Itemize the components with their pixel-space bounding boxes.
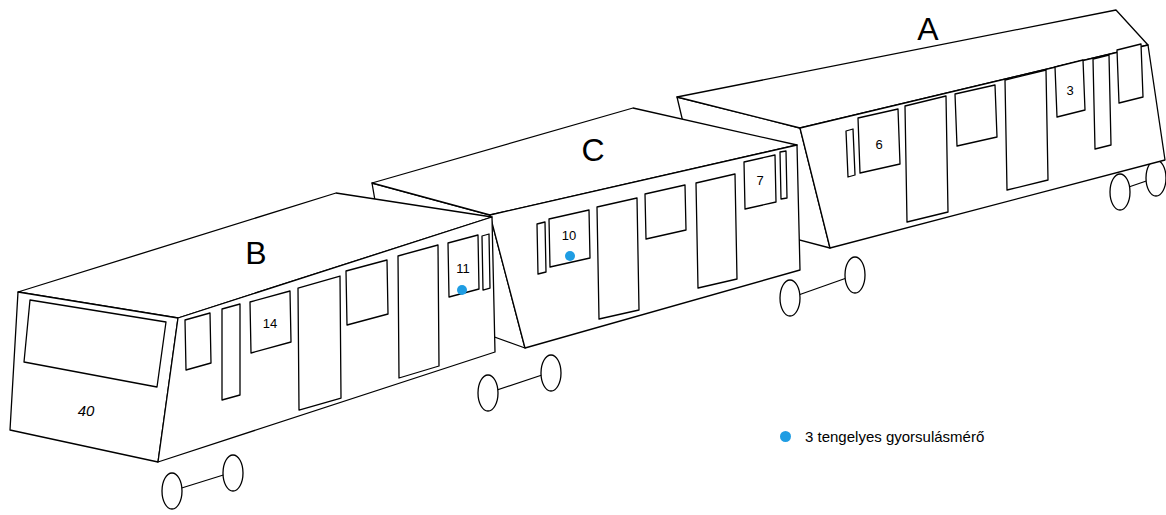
legend-row: 3 tengelyes gyorsulásmérő	[780, 428, 984, 445]
cab-number: 40	[78, 403, 95, 418]
car-letter: A	[917, 13, 938, 45]
legend-text: 3 tengelyes gyorsulásmérő	[805, 428, 984, 445]
sensor-dot	[457, 285, 467, 295]
window-number: 10	[562, 229, 576, 242]
legend-swatch	[780, 431, 791, 442]
window-number: 6	[875, 138, 882, 151]
sensor-dot	[565, 251, 575, 261]
car-b	[10, 193, 495, 509]
window-number: 7	[756, 174, 763, 187]
car-letter: B	[245, 237, 266, 269]
window-number: 11	[456, 262, 470, 275]
window-number: 3	[1066, 84, 1073, 97]
car-letter: C	[581, 134, 604, 166]
window-number: 14	[263, 317, 277, 330]
